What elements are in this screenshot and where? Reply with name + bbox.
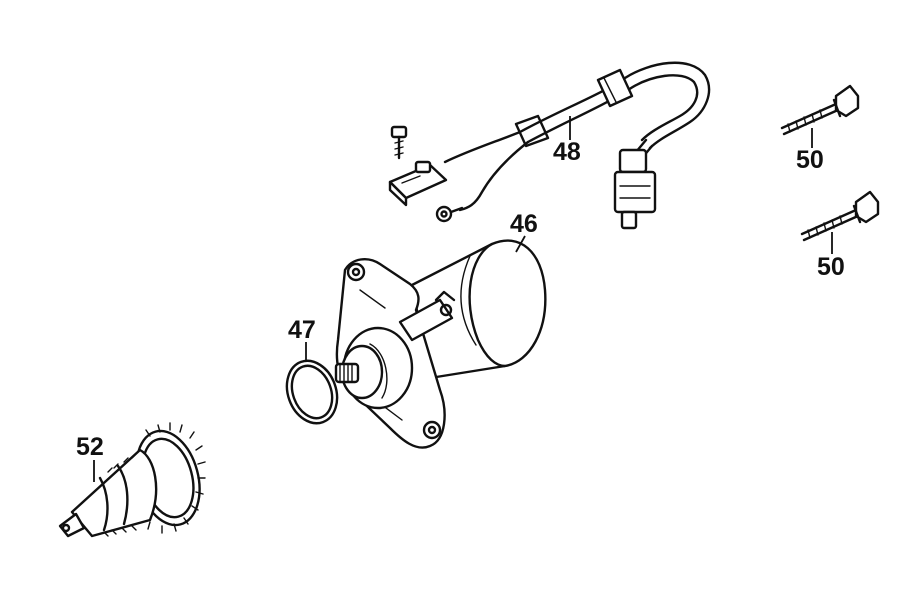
callout-47: 47 xyxy=(288,316,316,344)
callout-46: 46 xyxy=(510,210,538,238)
screw-small xyxy=(390,125,408,160)
ring-terminal xyxy=(435,205,464,223)
bolt-upper xyxy=(780,84,860,136)
bolt-lower xyxy=(800,190,880,242)
wire-harness xyxy=(388,61,711,230)
leader-lines xyxy=(93,116,833,482)
starter-motor xyxy=(334,239,547,449)
o-ring xyxy=(285,359,339,425)
connector-coupler xyxy=(388,160,448,207)
callout-50-upper: 50 xyxy=(796,146,824,174)
callout-48: 48 xyxy=(553,138,581,166)
connector-right xyxy=(613,138,657,230)
callout-52: 52 xyxy=(76,433,104,461)
starter-clutch xyxy=(58,422,206,538)
callout-50-lower: 50 xyxy=(817,253,845,281)
